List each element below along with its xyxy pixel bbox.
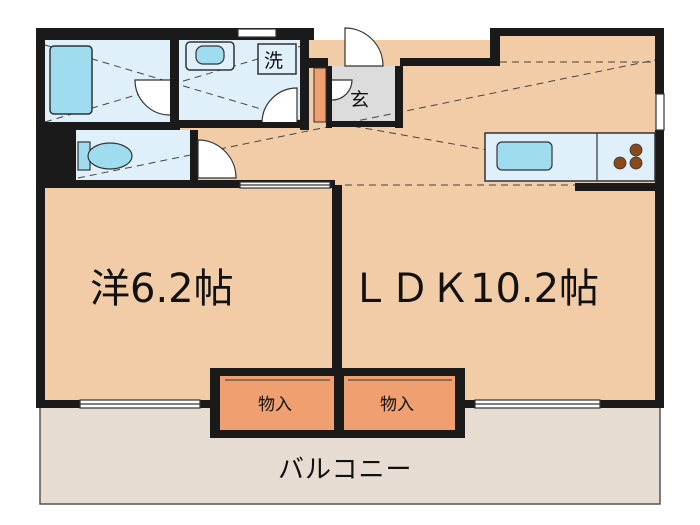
entrance-door bbox=[344, 27, 384, 67]
room-label-closet-right: 物入 bbox=[380, 395, 414, 415]
windows bbox=[79, 28, 665, 409]
room-label-washer: 洗 bbox=[264, 50, 283, 72]
room-label-balcony: バルコニー bbox=[278, 455, 412, 485]
walls bbox=[36, 28, 664, 438]
room-label-western: 洋6.2帖 bbox=[90, 266, 234, 312]
toilet-door bbox=[197, 139, 237, 179]
toilet-bowl bbox=[87, 142, 133, 170]
washer-box bbox=[257, 43, 297, 75]
shoe-cabinet bbox=[313, 67, 327, 123]
kitchen-sink bbox=[496, 141, 553, 171]
closets bbox=[220, 376, 455, 430]
inner-door bbox=[331, 79, 353, 101]
balcony-floor bbox=[39, 403, 661, 505]
bathroom-door bbox=[134, 79, 171, 116]
labels: 洋6.2帖 ＬＤＫ10.2帖 物入 物入 バルコニー 洗 玄 bbox=[90, 50, 599, 485]
washroom-door bbox=[261, 87, 298, 123]
stove-burner bbox=[613, 156, 627, 170]
stove-burner bbox=[629, 143, 643, 157]
doors bbox=[134, 27, 384, 179]
fixtures bbox=[49, 41, 656, 182]
room-label-ldk: ＬＤＫ10.2帖 bbox=[350, 266, 599, 312]
stove-burner bbox=[629, 156, 643, 170]
bathtub bbox=[49, 45, 93, 115]
room-label-entrance: 玄 bbox=[350, 89, 369, 111]
closet-right bbox=[344, 376, 455, 430]
room-label-closet-left: 物入 bbox=[258, 395, 292, 415]
closet-left bbox=[220, 376, 334, 430]
